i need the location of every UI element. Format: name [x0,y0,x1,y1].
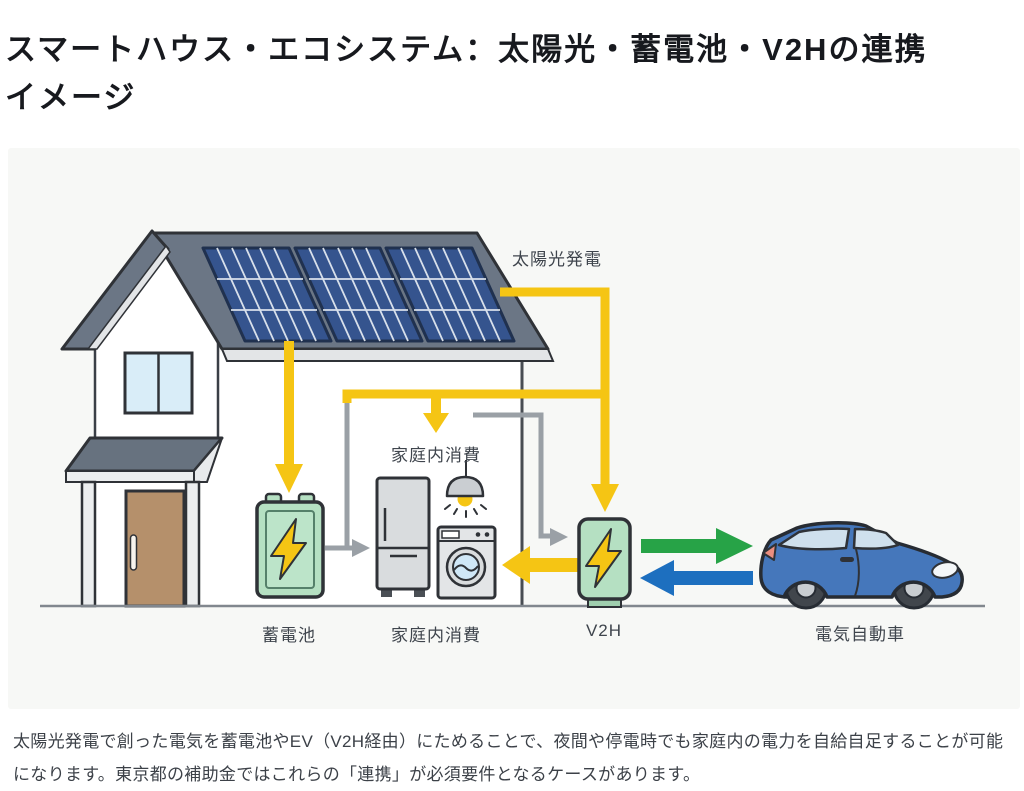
label-solar: 太陽光発電 [512,250,602,269]
v2h-to-ev-arrow [641,528,753,564]
battery-icon [255,492,325,599]
light-rays [444,504,487,518]
car-taillight [762,543,777,561]
porch-awning [64,436,224,483]
solar-panel-array [201,246,516,343]
v2h-unit-icon [577,517,632,608]
v2h-to-home-arrow [502,546,579,584]
porch-post-left [80,480,97,608]
lightning-bolt-icon [585,528,622,588]
ev-car-icon [759,521,964,610]
solar-to-home-arrow [342,389,605,433]
solar-panel-2 [293,246,424,343]
label-v2h: V2H [585,621,623,640]
label-home-consumption-top: 家庭内消費 [391,446,481,465]
car-headlight [931,561,959,579]
solar-to-v2h-arrow [500,287,619,512]
page-title-line2: イメージ [5,80,137,115]
diagram-svg [40,229,985,610]
page-title-line1: スマートハウス・エコシステム：太陽光・蓄電池・V2Hの連携 [5,32,928,67]
solar-panel-1 [201,246,333,343]
lightning-bolt-icon [270,518,307,580]
fridge-icon [375,476,431,597]
car-rear-window [777,527,851,551]
solar-to-battery-arrow [275,341,303,493]
car-door-line [854,548,860,597]
home-to-v2h-arrow [473,412,568,546]
pendant-light-icon [444,460,487,518]
battery-to-home-arrow [325,400,370,557]
solar-panel-3 [384,246,516,343]
page-title: スマートハウス・エコシステム：太陽光・蓄電池・V2Hの連携 イメージ [5,26,1020,122]
washing-machine-icon [436,525,497,600]
label-ev: 電気自動車 [815,625,905,644]
ev-to-v2h-arrow [640,560,753,596]
door [124,489,186,608]
car-door-handle [840,557,854,562]
porch-post-right [184,480,201,608]
caption-text: 太陽光発電で創った電気を蓄電池やEV（V2H経由）にためることで、夜間や停電時で… [13,732,1004,784]
diagram-canvas: 太陽光発電 蓄電池 家庭内消費 家庭内消費 V2H 電気自動車 [8,148,1020,709]
car-front-window [852,527,900,550]
window [123,351,194,415]
label-home-consumption-bottom: 家庭内消費 [391,626,481,645]
label-battery: 蓄電池 [262,626,316,645]
